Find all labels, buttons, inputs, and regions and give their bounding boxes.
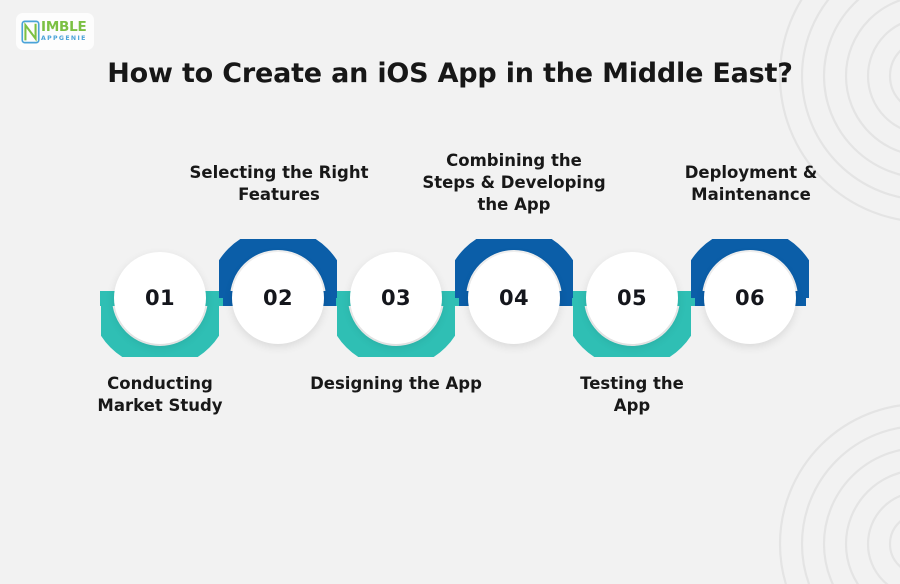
step-label-02: Selecting the Right Features [168, 162, 390, 206]
process-step-01[interactable]: 01 [101, 252, 219, 357]
nimble-phone-mark-icon [21, 20, 40, 43]
step-label-04-line-3: the App [477, 194, 551, 214]
step-number-04: 04 [498, 286, 530, 310]
infographic-canvas: IMBLE APPGENIE How to Create an iOS App … [16, 0, 900, 584]
step-label-05-line-2: App [613, 395, 651, 415]
step-arc-01 [101, 239, 219, 357]
step-label-01-line-2: Market Study [97, 395, 223, 415]
step-label-05-line-1: Testing the [580, 374, 684, 393]
process-step-04[interactable]: 04 [455, 239, 573, 344]
process-steps: 01 02 03 [70, 150, 842, 417]
step-label-04-line-1: Combining the [446, 151, 582, 170]
step-disc-03[interactable]: 03 [350, 252, 442, 344]
process-step-05[interactable]: 05 [573, 252, 691, 357]
step-disc-06[interactable]: 06 [704, 252, 796, 344]
step-number-06: 06 [734, 286, 766, 310]
step-number-03: 03 [380, 286, 412, 310]
step-number-05: 05 [616, 286, 648, 310]
step-number-02: 02 [262, 286, 294, 310]
step-label-06: Deployment & Maintenance [660, 162, 842, 206]
step-disc-05[interactable]: 05 [586, 252, 678, 344]
step-label-05: Testing the App [546, 373, 718, 417]
step-label-04-line-2: Steps & Developing [422, 172, 606, 192]
step-arc-04 [455, 239, 573, 357]
brand-logo-wordmark: IMBLE APPGENIE [41, 18, 87, 43]
page-title: How to Create an iOS App in the Middle E… [107, 58, 793, 89]
step-disc-01[interactable]: 01 [114, 252, 206, 344]
process-step-02[interactable]: 02 [219, 239, 337, 344]
step-label-01-line-1: Conducting [107, 374, 213, 393]
step-label-06-line-1: Deployment & [684, 163, 818, 182]
step-label-03: Designing the App [291, 373, 501, 395]
step-arc-02 [219, 239, 337, 357]
step-label-01: Conducting Market Study [70, 373, 250, 417]
step-arc-06 [691, 239, 809, 357]
brand-tagline: APPGENIE [41, 35, 87, 43]
step-label-02-line-1: Selecting the Right [189, 163, 369, 182]
step-label-06-line-2: Maintenance [691, 184, 811, 204]
step-arc-05 [573, 239, 691, 357]
process-step-06[interactable]: 06 [691, 239, 809, 344]
step-disc-04[interactable]: 04 [468, 252, 560, 344]
process-step-03[interactable]: 03 [337, 252, 455, 357]
step-label-02-line-2: Features [238, 184, 320, 204]
step-label-04: Combining the Steps & Developing the App [403, 150, 625, 216]
step-arc-03 [337, 239, 455, 357]
step-number-01: 01 [144, 286, 176, 310]
brand-name: IMBLE [41, 18, 87, 35]
brand-logo[interactable]: IMBLE APPGENIE [16, 13, 94, 50]
step-label-03-line-1: Designing the App [310, 374, 482, 393]
step-disc-02[interactable]: 02 [232, 252, 324, 344]
